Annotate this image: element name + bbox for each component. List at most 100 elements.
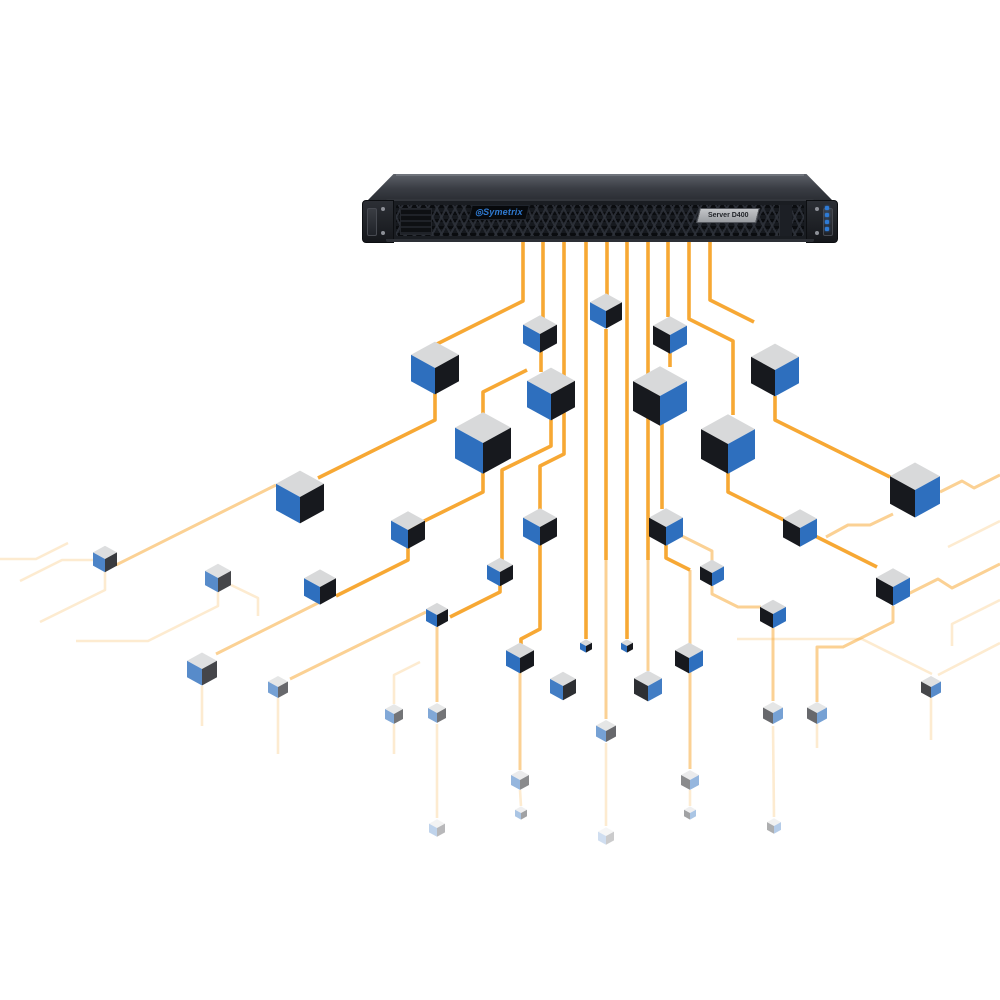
cube-face	[523, 517, 540, 546]
circuit-line	[518, 789, 523, 807]
cube-face	[890, 476, 915, 518]
cube-face	[580, 642, 586, 653]
cube-face	[876, 577, 893, 606]
circuit-line	[317, 390, 437, 480]
circuit-line	[289, 610, 427, 681]
cube-face	[649, 517, 666, 546]
cube-face	[817, 707, 827, 724]
cube-face	[426, 602, 448, 615]
cube-face	[506, 642, 534, 658]
cube-face	[455, 427, 483, 474]
cube-face	[800, 518, 817, 547]
circuit-line	[215, 595, 331, 656]
circuit-line	[392, 660, 421, 704]
node-cube	[268, 676, 288, 698]
node-cube	[634, 670, 662, 702]
circuit-line	[815, 606, 895, 702]
cube-face	[563, 678, 576, 701]
server-device: ◎Symetrix Server D400	[362, 174, 838, 243]
cube-face	[426, 608, 437, 628]
node-cube	[701, 414, 755, 474]
cube-face	[684, 809, 690, 820]
cube-face	[304, 569, 336, 587]
cube-face	[807, 707, 817, 724]
cube-face	[634, 670, 662, 686]
node-cube	[653, 316, 687, 354]
node-cube	[590, 293, 622, 329]
node-cube	[633, 366, 687, 426]
cube-face	[93, 552, 105, 573]
circuit-line	[907, 562, 1000, 596]
cube-face	[606, 831, 614, 845]
node-cube	[621, 639, 633, 653]
cube-face	[633, 381, 660, 426]
cube-face	[783, 518, 800, 547]
cube-face	[391, 520, 408, 549]
cube-face	[218, 570, 231, 593]
node-cube	[649, 508, 683, 546]
node-cube	[515, 806, 527, 820]
cube-face	[550, 678, 563, 701]
cube-face	[775, 356, 799, 397]
cube-face	[773, 606, 786, 629]
node-cube	[428, 703, 446, 723]
node-cube	[783, 509, 817, 547]
circuit-line	[825, 512, 894, 539]
cube-face	[627, 642, 633, 653]
node-cube	[760, 599, 786, 629]
cube-face	[580, 639, 592, 646]
cube-face	[551, 380, 575, 421]
circuit-line	[407, 473, 485, 531]
node-cube	[763, 702, 783, 724]
led-icon	[825, 227, 829, 231]
circuit-line	[726, 472, 787, 523]
brand-logo: ◎Symetrix	[475, 207, 523, 217]
cube-face	[408, 520, 425, 549]
cube-face	[590, 302, 606, 329]
node-cube	[523, 508, 557, 546]
node-cube	[187, 652, 217, 686]
cube-face	[500, 564, 513, 587]
cube-face	[773, 707, 783, 724]
cube-face	[527, 380, 551, 421]
cube-face	[429, 819, 445, 828]
cube-face	[455, 412, 511, 443]
node-cube	[527, 367, 575, 421]
cube-face	[540, 517, 557, 546]
brand-logo-plate: ◎Symetrix	[468, 205, 530, 220]
cube-face	[606, 302, 622, 329]
cube-face	[634, 678, 648, 702]
cube-face	[202, 660, 217, 686]
node-cube	[700, 559, 724, 587]
cube-face	[105, 552, 117, 573]
cube-face	[774, 822, 781, 834]
circuit-line	[812, 533, 878, 569]
cube-face	[428, 703, 446, 713]
node-cube	[596, 720, 616, 742]
cube-face	[621, 639, 633, 646]
cube-face	[633, 366, 687, 396]
server-rack-ear-right	[806, 200, 838, 243]
node-cube	[681, 770, 699, 790]
circuit-line	[335, 546, 410, 598]
led-indicators	[825, 206, 829, 231]
node-cube	[304, 569, 336, 605]
node-cube	[429, 819, 445, 837]
node-cube	[511, 770, 529, 790]
cube-face	[300, 483, 324, 524]
cube-face	[205, 570, 218, 593]
cube-face	[701, 414, 755, 444]
node-cube	[580, 639, 592, 653]
cube-face	[598, 831, 606, 845]
cube-face	[606, 725, 616, 742]
cube-face	[689, 650, 703, 674]
circuit-line	[76, 592, 220, 643]
node-cube	[767, 818, 781, 834]
node-cube	[411, 341, 459, 395]
node-cube	[426, 602, 448, 628]
cube-face	[304, 578, 320, 605]
screw-icon	[815, 207, 819, 211]
screw-icon	[381, 207, 385, 211]
circuit-line	[449, 585, 502, 619]
